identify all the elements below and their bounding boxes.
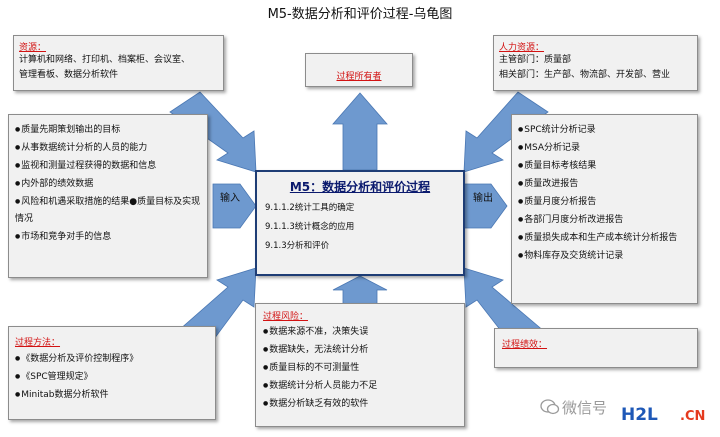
risk-box: 过程风险： 数据来源不准，决策失误 数据缺失，无法统计分析 质量目标的不可测量性… bbox=[255, 303, 465, 427]
human-box: 人力资源： 主管部门：质量部 相关部门：生产部、物流部、开发部、营业 bbox=[493, 35, 698, 91]
input-arrow bbox=[212, 183, 257, 229]
input-label: 输入 bbox=[220, 193, 240, 204]
risk-item: 质量目标的不可测量性 bbox=[263, 359, 457, 377]
output-item: MSA分析记录 bbox=[518, 139, 691, 157]
output-arrow bbox=[463, 183, 508, 229]
human-line: 相关部门：生产部、物流部、开发部、营业 bbox=[499, 70, 671, 80]
arrow-resources bbox=[169, 91, 257, 173]
input-item: 监视和测量过程获得的数据和信息 bbox=[15, 157, 201, 175]
output-item: 各部门月度分析改进报告 bbox=[518, 211, 691, 229]
output-item: 质量改进报告 bbox=[518, 175, 691, 193]
input-item: 风险和机遇采取措施的结果●质量目标及实现情况 bbox=[15, 193, 201, 228]
arrow-risk bbox=[332, 275, 388, 305]
resources-line: 管理看板、数据分析软件 bbox=[19, 70, 119, 80]
kpi-box: 过程绩效： bbox=[494, 328, 698, 368]
owner-box: 过程所有者 bbox=[305, 53, 413, 87]
process-line: 9.1.1.3统计概念的应用 bbox=[265, 222, 355, 232]
input-item: 内外部的绩效数据 bbox=[15, 175, 201, 193]
kpi-heading: 过程绩效： bbox=[502, 340, 548, 350]
diagram-title: M5-数据分析和评价过程-乌龟图 bbox=[267, 7, 453, 22]
output-item: 质量目标考核结果 bbox=[518, 157, 691, 175]
output-item: 质量月度分析报告 bbox=[518, 193, 691, 211]
resources-box: 资源： 计算机和网络、打印机、档案柜、会议室、 管理看板、数据分析软件 bbox=[13, 35, 224, 91]
brand-logo-suffix: .CN bbox=[680, 409, 706, 424]
output-item: SPC统计分析记录 bbox=[518, 121, 691, 139]
input-item: 质量先期策划输出的目标 bbox=[15, 121, 201, 139]
risk-heading: 过程风险： bbox=[263, 312, 309, 322]
inputs-box: 质量先期策划输出的目标 从事数据统计分析的人员的能力 监视和测量过程获得的数据和… bbox=[8, 114, 208, 278]
risk-item: 数据来源不准，决策失误 bbox=[263, 323, 457, 341]
process-line: 9.1.1.2统计工具的确定 bbox=[265, 203, 355, 213]
risk-item: 数据统计分析人员能力不足 bbox=[263, 377, 457, 395]
outputs-box: SPC统计分析记录 MSA分析记录 质量目标考核结果 质量改进报告 质量月度分析… bbox=[511, 114, 698, 304]
process-title: M5：数据分析和评价过程 bbox=[289, 180, 431, 194]
resources-heading: 资源： bbox=[19, 43, 47, 53]
method-item: 《SPC管理规定》 bbox=[15, 368, 209, 386]
input-item: 市场和竞争对手的信息 bbox=[15, 228, 201, 246]
owner-heading: 过程所有者 bbox=[336, 72, 382, 82]
output-item: 物料库存及交货统计记录 bbox=[518, 247, 691, 265]
method-box: 过程方法： 《数据分析及评价控制程序》 《SPC管理规定》 Minitab数据分… bbox=[8, 326, 216, 420]
output-item: 质量损失成本和生产成本统计分析报告 bbox=[518, 229, 691, 247]
arrow-owner bbox=[332, 92, 388, 171]
method-item: 《数据分析及评价控制程序》 bbox=[15, 350, 209, 368]
process-box: M5：数据分析和评价过程 9.1.1.2统计工具的确定 9.1.1.3统计概念的… bbox=[255, 170, 465, 276]
resources-line: 计算机和网络、打印机、档案柜、会议室、 bbox=[19, 55, 191, 65]
human-heading: 人力资源： bbox=[499, 43, 545, 53]
risk-item: 数据缺失，无法统计分析 bbox=[263, 341, 457, 359]
arrow-human bbox=[463, 91, 549, 173]
input-item: 从事数据统计分析的人员的能力 bbox=[15, 139, 201, 157]
wechat-watermark: 微信号 bbox=[562, 399, 608, 417]
method-item: Minitab数据分析软件 bbox=[15, 386, 209, 404]
output-label: 输出 bbox=[473, 193, 493, 204]
brand-logo: H2L bbox=[621, 405, 658, 425]
wechat-icon bbox=[540, 399, 560, 415]
human-line: 主管部门：质量部 bbox=[499, 55, 572, 65]
risk-item: 数据分析缺乏有效的软件 bbox=[263, 395, 457, 413]
process-line: 9.1.3分析和评价 bbox=[265, 241, 330, 251]
method-heading: 过程方法： bbox=[15, 338, 61, 348]
